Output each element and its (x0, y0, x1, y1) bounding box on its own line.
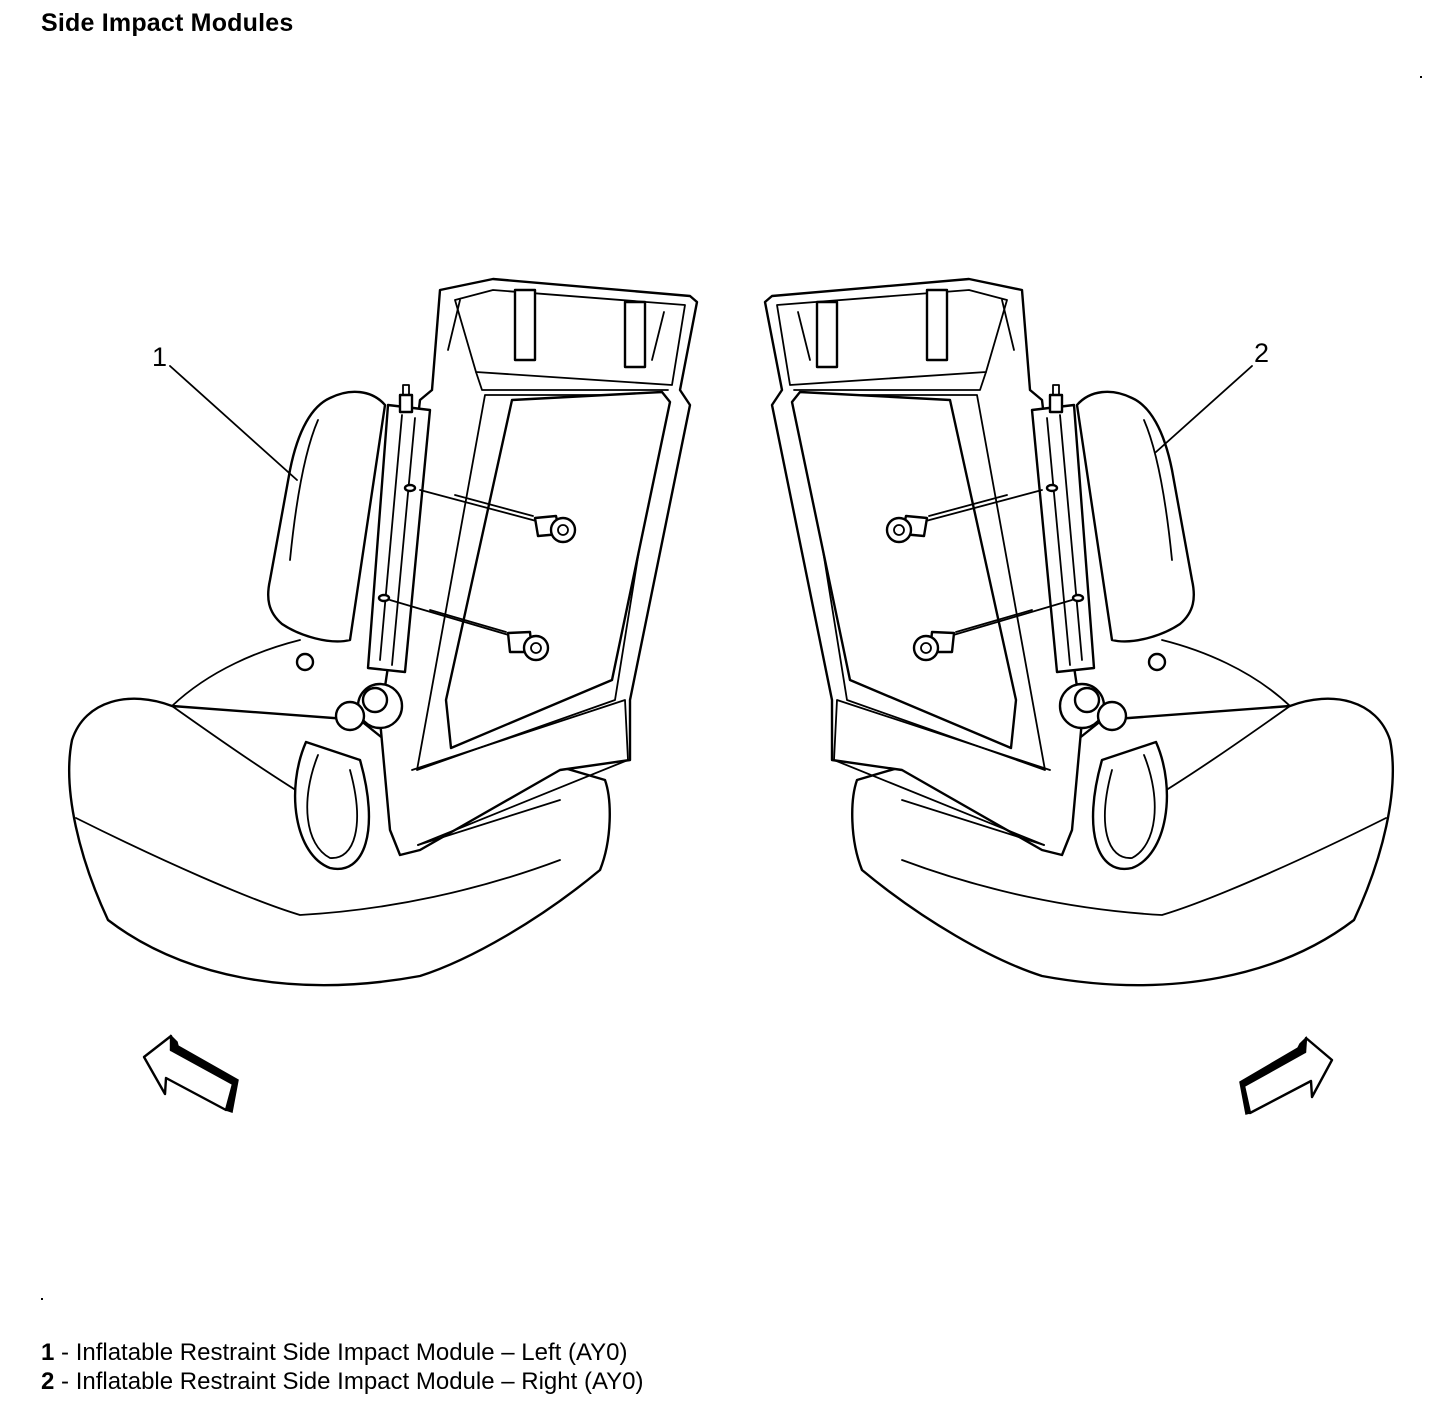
legend-item-number: 1 (41, 1339, 55, 1366)
left-seat (68, 277, 699, 987)
left-lower-bolt (389, 599, 550, 662)
right-forward-arrow-icon (1239, 1036, 1334, 1115)
legend-item-text: Inflatable Restraint Side Impact Module … (75, 1339, 628, 1366)
callout-2-number: 2 (1254, 338, 1269, 368)
legend-item-separator: - (54, 1368, 76, 1395)
page-title: Side Impact Modules (41, 9, 294, 37)
legend-item-number: 2 (41, 1368, 55, 1395)
right-lower-bolt (912, 599, 1073, 662)
stray-mark (41, 1298, 43, 1300)
legend: 1 - Inflatable Restraint Side Impact Mod… (41, 1338, 644, 1396)
legend-item-1: 1 - Inflatable Restraint Side Impact Mod… (41, 1338, 644, 1367)
callout-1: 1 (152, 342, 298, 481)
legend-item-separator: - (54, 1339, 76, 1366)
stray-mark (1420, 76, 1422, 78)
legend-item-text: Inflatable Restraint Side Impact Module … (75, 1368, 644, 1395)
left-upper-bolt (419, 489, 577, 544)
right-side-impact-module (1075, 390, 1195, 643)
legend-item-2: 2 - Inflatable Restraint Side Impact Mod… (41, 1367, 644, 1396)
right-seat (763, 277, 1394, 987)
left-side-impact-module (267, 390, 387, 643)
right-upper-bolt (885, 489, 1043, 544)
left-forward-arrow-icon (142, 1034, 239, 1113)
right-side-rail (1030, 403, 1096, 674)
callout-1-number: 1 (152, 342, 167, 372)
callout-2: 2 (1155, 338, 1269, 453)
right-seatback-panel (790, 390, 1018, 750)
left-seatback-panel (444, 390, 672, 750)
left-side-rail (366, 403, 432, 674)
